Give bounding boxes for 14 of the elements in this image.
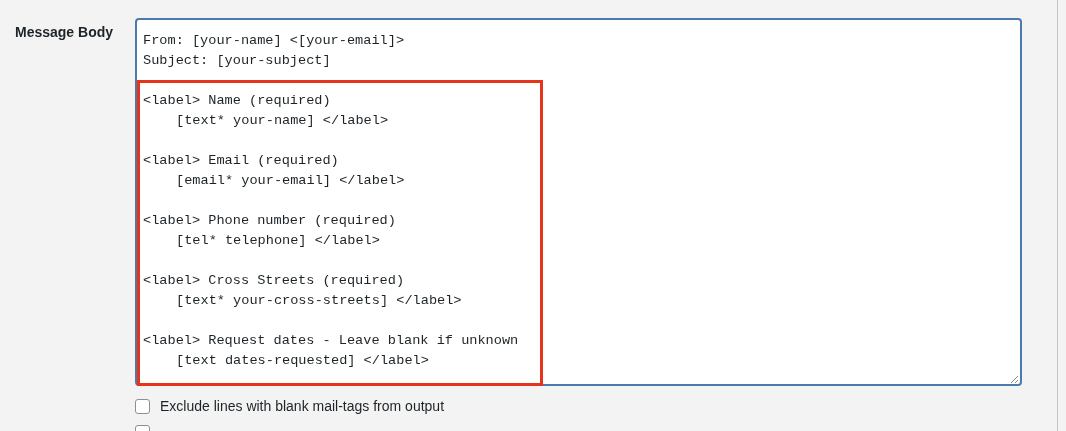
code-line: <label> Name (required) (143, 92, 331, 110)
code-line: [text dates-requested] </label> (176, 352, 429, 370)
checkbox-label: Exclude lines with blank mail-tags from output (160, 398, 445, 414)
code-line: From: [your-name] <[your-email]> (143, 32, 405, 50)
code-line: <label> Request dates - Leave blank if unknown (143, 332, 519, 350)
code-line: <label> Cross Streets (required) (143, 272, 405, 290)
code-line: <label> Phone number (required) (143, 212, 396, 230)
code-line: [text* your-cross-streets] </label> (176, 292, 462, 310)
code-line: [tel* telephone] </label> (176, 232, 380, 250)
code-line: [email* your-email] </label> (176, 172, 405, 190)
field-label: Message Body (15, 24, 114, 40)
code-line: <label> Email (required) (143, 152, 339, 170)
code-line: Subject: [your-subject] (143, 52, 331, 70)
code-line: [text* your-name] </label> (176, 112, 389, 130)
